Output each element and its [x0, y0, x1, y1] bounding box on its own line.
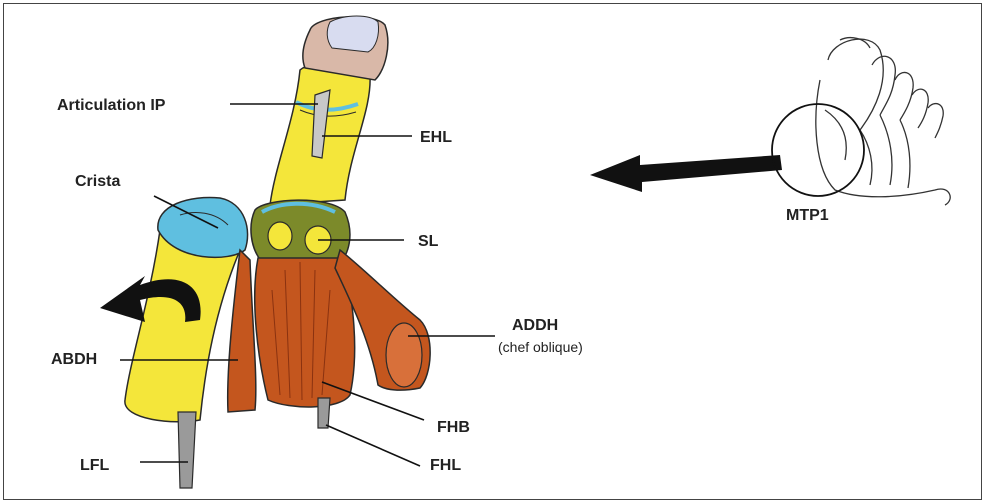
label-addh-sub: (chef oblique): [498, 339, 583, 355]
label-addh: ADDH: [512, 317, 558, 334]
label-ehl: EHL: [420, 129, 452, 146]
lfl-tendon: [178, 412, 196, 488]
fhl-tendon: [318, 398, 330, 428]
label-fhl: FHL: [430, 457, 461, 474]
abdh-muscle: [228, 250, 256, 412]
label-mtp1: MTP1: [786, 207, 829, 224]
label-lfl: LFL: [80, 457, 110, 474]
toe-nail: [303, 16, 388, 80]
fhb-muscle: [255, 258, 355, 407]
label-abdh: ABDH: [51, 351, 97, 368]
pointer-arrow-icon: [590, 155, 782, 192]
label-sl: SL: [418, 233, 439, 250]
sesamoid-complex: [251, 200, 350, 262]
label-articulation-ip: Articulation IP: [57, 97, 166, 114]
label-crista: Crista: [75, 173, 120, 190]
foot-sketch: [816, 38, 950, 205]
label-fhb: FHB: [437, 419, 470, 436]
